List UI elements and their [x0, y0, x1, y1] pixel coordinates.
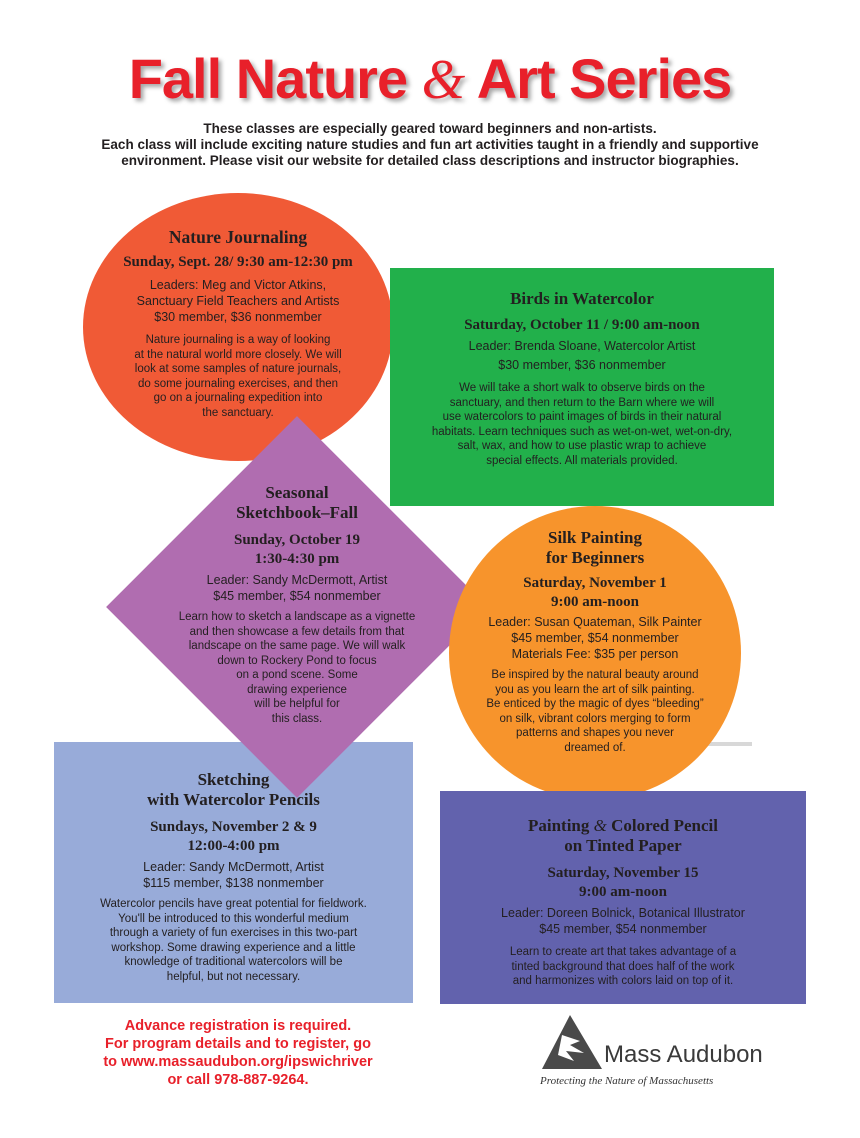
- logo-name: Mass Audubon: [604, 1041, 763, 1068]
- seasonal-sketchbook-text: Seasonal Sketchbook–Fall Sunday, October…: [147, 483, 447, 726]
- birds-watercolor-date: Saturday, October 11 / 9:00 am-noon: [464, 317, 700, 333]
- birds-watercolor-title: Birds in Watercolor: [510, 289, 654, 308]
- nature-journaling-date: Sunday, Sept. 28/ 9:30 am-12:30 pm: [123, 254, 353, 270]
- bird-logo-icon: [542, 1015, 602, 1069]
- nature-journaling-text: Nature Journaling Sunday, Sept. 28/ 9:30…: [98, 227, 378, 420]
- watercolor-pencils-box: [54, 742, 413, 1003]
- watercolor-pencils-title: Sketching: [197, 770, 270, 789]
- tinted-paper-box: [440, 791, 806, 1004]
- silk-painting-date: Saturday, November 1: [523, 575, 667, 591]
- birds-watercolor-text: Birds in Watercolor Saturday, October 11…: [390, 289, 774, 468]
- page-title: Fall Nature & Art Series: [128, 47, 733, 111]
- seasonal-sketchbook-date: Sunday, October 19: [234, 532, 360, 548]
- registration-info: Advance registration is required. For pr…: [48, 1017, 428, 1089]
- mass-audubon-logo: Mass Audubon Protecting the Nature of Ma…: [536, 1013, 816, 1093]
- birds-watercolor-box: [390, 268, 774, 506]
- tinted-paper-date: Saturday, November 15: [547, 865, 699, 881]
- silk-painting-text: Silk Painting for Beginners Saturday, No…: [460, 528, 730, 755]
- nature-journaling-circle: [83, 193, 393, 461]
- nature-journaling-title: Nature Journaling: [168, 227, 308, 247]
- ampersand: &: [421, 49, 466, 111]
- website-link[interactable]: to www.massaudubon.org/ipswichriver: [103, 1054, 373, 1070]
- ampersand: &: [593, 816, 607, 835]
- logo-tagline: Protecting the Nature of Massachusetts: [540, 1075, 714, 1087]
- silk-painting-title: Silk Painting: [547, 528, 642, 547]
- watercolor-pencils-text: Sketching with Watercolor Pencils Sunday…: [54, 770, 413, 984]
- silk-painting-circle: [449, 506, 741, 800]
- seasonal-sketchbook-title: Seasonal: [265, 483, 329, 502]
- silk-shadow: [700, 742, 752, 746]
- watercolor-pencils-date: Sundays, November 2 & 9: [150, 819, 317, 835]
- tinted-paper-title: Painting & Colored Pencil: [527, 816, 718, 835]
- phone-number: or call 978-887-9264.: [167, 1072, 309, 1088]
- intro-text: These classes are especially geared towa…: [101, 121, 759, 168]
- tinted-paper-text: Painting & Colored Pencil on Tinted Pape…: [440, 816, 806, 989]
